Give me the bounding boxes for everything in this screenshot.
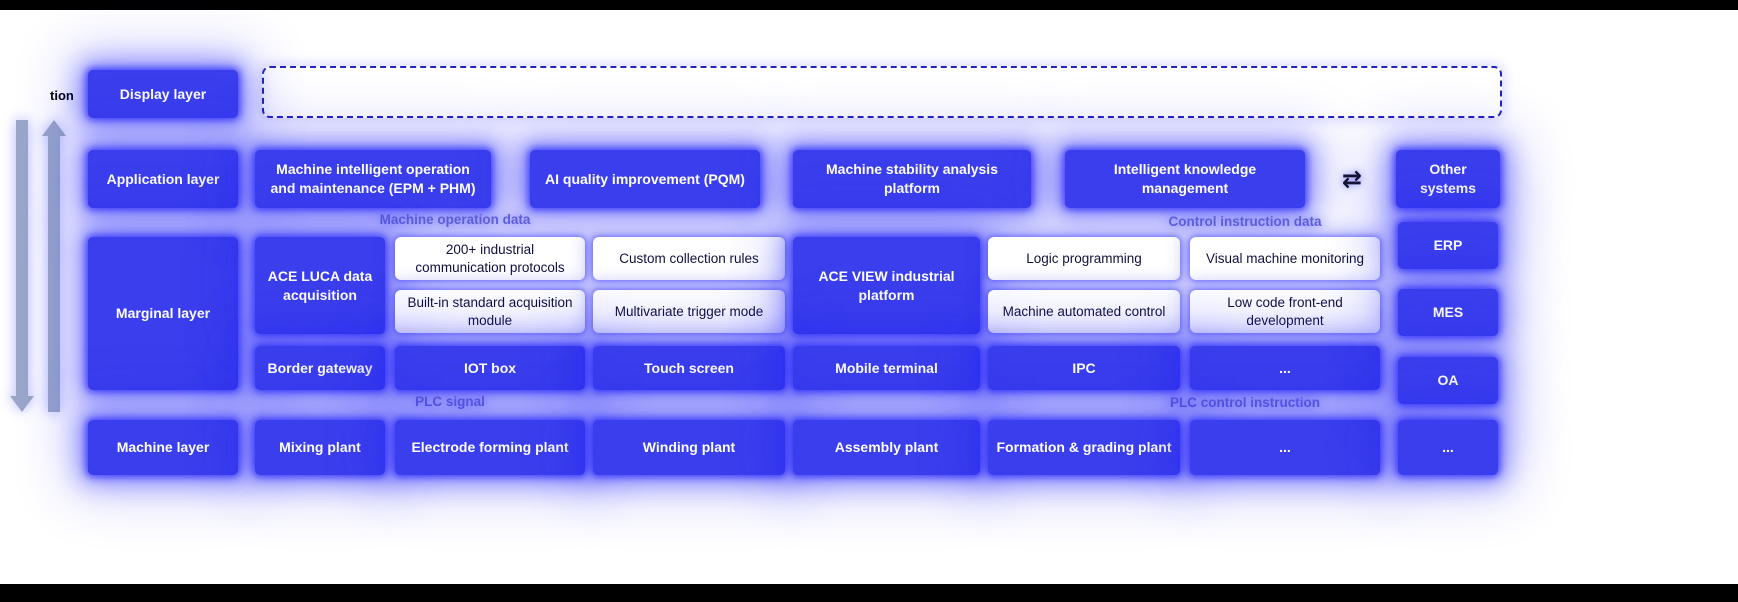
up-arrow-icon	[42, 120, 66, 412]
layer-label-machine: Machine layer	[88, 420, 238, 475]
marginal-box-ace-view: ACE VIEW industrial platform	[793, 237, 980, 334]
display-layer-dashed-area	[262, 66, 1502, 118]
app-box-pqm: AI quality improvement (PQM)	[530, 150, 760, 208]
flow-label-control-instruction-data: Control instruction data	[1168, 214, 1322, 229]
machine-box-assembly-plant: Assembly plant	[793, 420, 980, 475]
clipped-text-fragment: tion	[50, 88, 74, 103]
app-box-epm-phm: Machine intelligent operation and mainte…	[255, 150, 491, 208]
flow-label-machine-operation-data: Machine operation data	[379, 212, 531, 227]
device-box-mobile-terminal: Mobile terminal	[793, 346, 980, 390]
layer-label-display: Display layer	[88, 70, 238, 118]
machine-box-electrode-forming-plant: Electrode forming plant	[395, 420, 585, 475]
external-box-other-systems: Other systems	[1396, 150, 1500, 208]
device-box-iot-box: IOT box	[395, 346, 585, 390]
machine-box-mixing-plant: Mixing plant	[255, 420, 385, 475]
down-arrow-icon	[10, 120, 34, 412]
machine-box-formation-grading-plant: Formation & grading plant	[988, 420, 1180, 475]
layer-label-marginal: Marginal layer	[88, 237, 238, 390]
external-box-more: ...	[1398, 420, 1498, 475]
feature-box-low-code: Low code front-end development	[1190, 290, 1380, 333]
external-box-mes: MES	[1398, 289, 1498, 336]
layer-label-application: Application layer	[88, 150, 238, 208]
feature-box-logic-programming: Logic programming	[988, 237, 1180, 280]
feature-box-acquisition-module: Built-in standard acquisition module	[395, 290, 585, 333]
device-box-ipc: IPC	[988, 346, 1180, 390]
external-box-oa: OA	[1398, 357, 1498, 404]
external-box-erp: ERP	[1398, 222, 1498, 269]
machine-box-more: ...	[1190, 420, 1380, 475]
exchange-arrow-icon: ⇄	[1341, 165, 1363, 193]
feature-box-trigger-mode: Multivariate trigger mode	[593, 290, 785, 333]
down-arrow-shaft	[16, 120, 28, 396]
down-arrow-head	[10, 396, 34, 412]
feature-box-protocols: 200+ industrial communication protocols	[395, 237, 585, 280]
app-box-knowledge-management: Intelligent knowledge management	[1065, 150, 1305, 208]
marginal-box-ace-luca: ACE LUCA data acquisition	[255, 237, 385, 334]
app-box-stability-platform: Machine stability analysis platform	[793, 150, 1031, 208]
flow-label-plc-signal: PLC signal	[415, 394, 485, 409]
device-box-border-gateway: Border gateway	[255, 346, 385, 390]
feature-box-collection-rules: Custom collection rules	[593, 237, 785, 280]
bottom-black-bar	[0, 584, 1738, 602]
top-black-bar	[0, 0, 1738, 10]
up-arrow-head	[42, 120, 66, 136]
up-arrow-shaft	[48, 136, 60, 412]
device-box-touch-screen: Touch screen	[593, 346, 785, 390]
feature-box-visual-monitoring: Visual machine monitoring	[1190, 237, 1380, 280]
feature-box-automated-control: Machine automated control	[988, 290, 1180, 333]
device-box-more: ...	[1190, 346, 1380, 390]
machine-box-winding-plant: Winding plant	[593, 420, 785, 475]
flow-label-plc-control-instruction: PLC control instruction	[1170, 395, 1320, 410]
